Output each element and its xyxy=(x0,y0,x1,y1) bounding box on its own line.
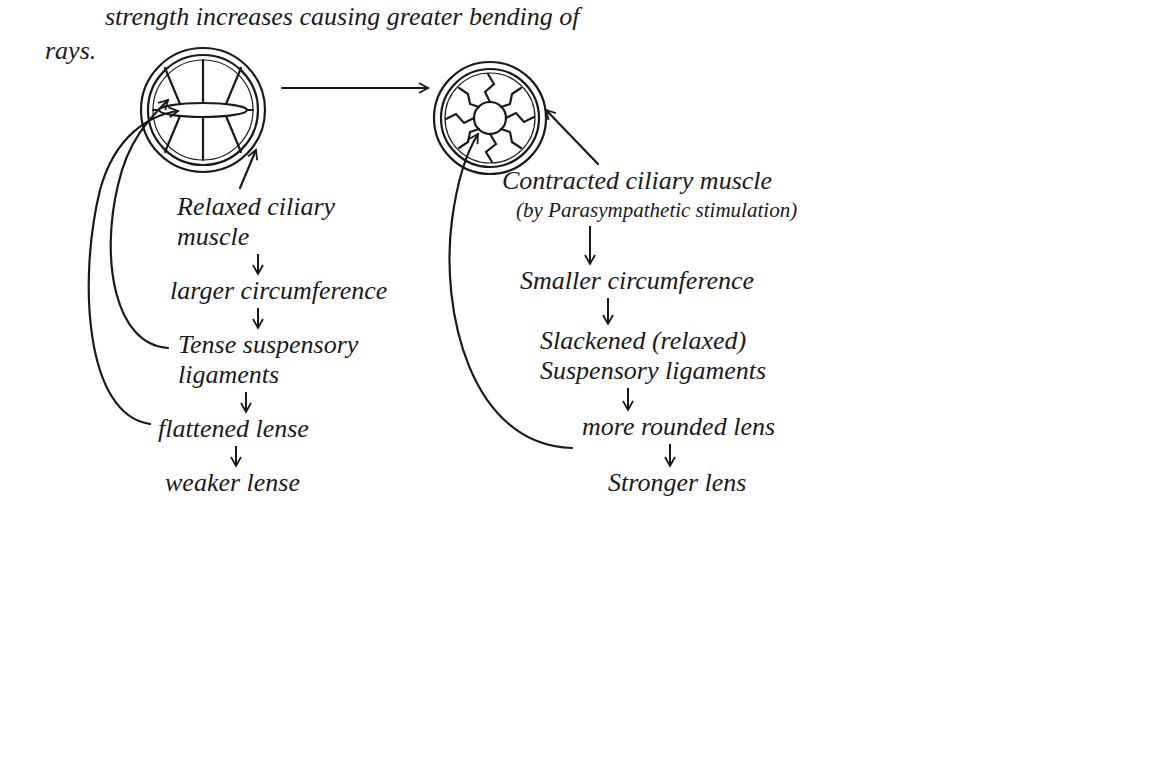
node-text: weaker lense xyxy=(165,468,307,498)
text-node: Smaller circumference xyxy=(518,266,763,296)
node-text: Contracted ciliary muscle xyxy=(502,166,804,196)
node-text: flattened lense xyxy=(158,414,315,444)
text-node: weaker lense xyxy=(163,468,309,498)
flow-arrow xyxy=(627,388,629,410)
flow-arrow xyxy=(607,298,609,324)
text-node: Contracted ciliary muscle(by Parasympath… xyxy=(500,166,806,224)
node-text: more rounded lens xyxy=(582,412,782,442)
flow-arrow xyxy=(589,226,591,264)
note-text: strength increases causing greater bendi… xyxy=(105,2,579,32)
transition-arrow xyxy=(282,87,428,89)
flow-arrow xyxy=(235,446,237,466)
accommodated-eye xyxy=(434,62,546,174)
leader-line xyxy=(89,111,178,424)
node-text: Tense suspensory ligaments xyxy=(178,330,365,390)
text-node: flattened lense xyxy=(156,414,317,444)
flow-arrow xyxy=(669,444,671,466)
text-node: larger circumference xyxy=(168,276,396,306)
sub-text: (by Parasympathetic stimulation) xyxy=(502,196,804,224)
node-text: Stronger lens xyxy=(608,468,753,498)
text-node: Tense suspensory ligaments xyxy=(176,330,367,390)
text-node: Relaxed ciliary muscle xyxy=(175,192,344,252)
leader-arrow xyxy=(546,110,598,164)
text-node: Stronger lens xyxy=(606,468,755,498)
text-node: Slackened (relaxed) Suspensory ligaments xyxy=(538,326,775,386)
flow-arrow xyxy=(257,308,259,328)
note-text: rays. xyxy=(45,36,96,66)
node-text: Slackened (relaxed) Suspensory ligaments xyxy=(540,326,773,386)
flow-arrow xyxy=(245,392,247,412)
text-node: more rounded lens xyxy=(580,412,784,442)
node-text: larger circumference xyxy=(170,276,394,306)
node-text: Smaller circumference xyxy=(520,266,761,296)
flow-arrow xyxy=(257,254,259,274)
leader-line xyxy=(111,100,168,348)
node-text: Relaxed ciliary muscle xyxy=(177,192,342,252)
leader-arrow xyxy=(240,150,256,188)
